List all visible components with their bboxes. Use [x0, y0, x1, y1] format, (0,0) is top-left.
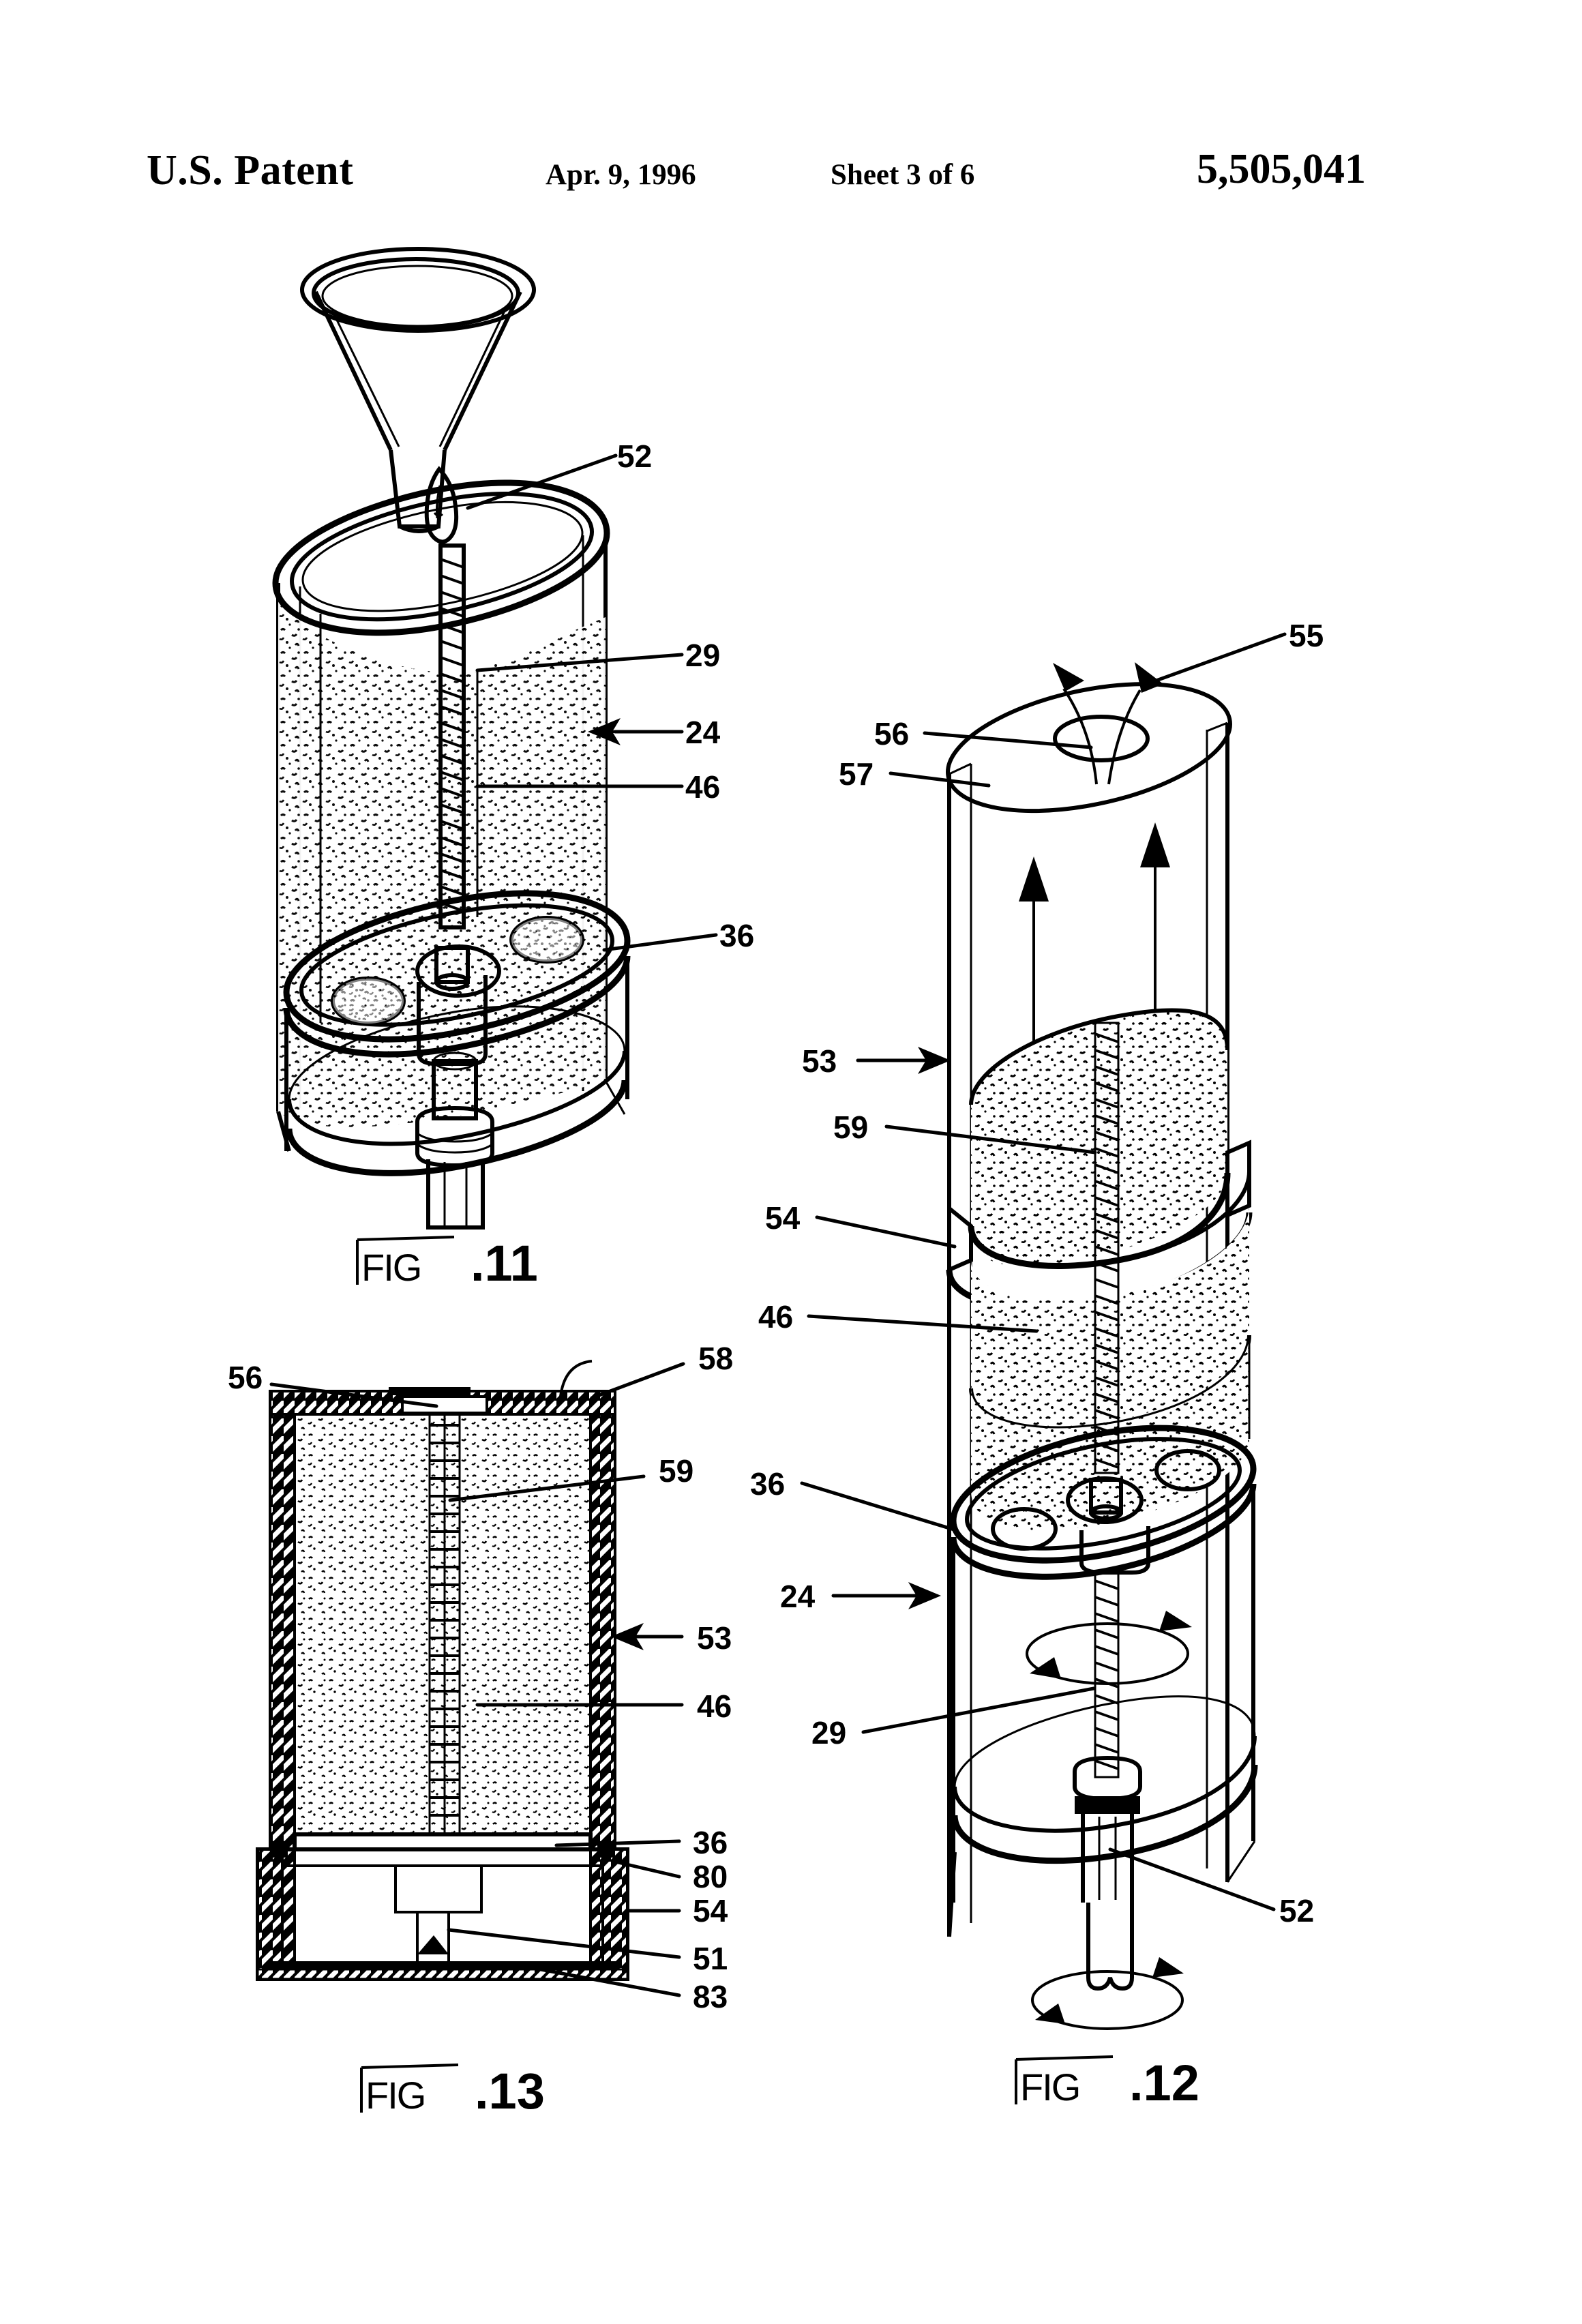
fig13-caption: FIG .13	[360, 2063, 545, 2119]
vent-hole-icon	[1053, 715, 1150, 762]
patent-number: 5,505,041	[1197, 146, 1366, 192]
perforated-plate-fig13	[293, 1832, 593, 1851]
auger-core-fig12	[1094, 1022, 1120, 1474]
top-cap-fig13	[269, 1360, 616, 1416]
ref-29-fig12: 29	[811, 1715, 846, 1751]
patent-office-label: U.S. Patent	[147, 147, 354, 194]
fig11-caption: FIG .11	[356, 1235, 538, 1292]
ref-29-fig11: 29	[685, 638, 720, 673]
particulate-fig13	[295, 1414, 591, 1834]
leader-52	[466, 453, 618, 510]
ref-52-fig11: 52	[617, 438, 652, 474]
ref-53-fig12: 53	[802, 1043, 837, 1079]
ref-52-fig12: 52	[1279, 1893, 1314, 1928]
rotation-indicator-lower	[1031, 1957, 1184, 2030]
fig13-caption-number: .13	[475, 2063, 545, 2119]
canister-top-rim	[272, 479, 610, 636]
ref-55-fig12: 55	[1289, 618, 1324, 653]
ref-36-fig11: 36	[719, 918, 754, 953]
ref-54-fig13: 54	[693, 1893, 728, 1928]
base-housing-fig13	[256, 1841, 629, 1981]
ref-24-fig12: 24	[780, 1579, 816, 1614]
figure-13	[256, 1360, 685, 1997]
auger-core-fig13	[428, 1413, 461, 1836]
ref-80-fig13: 80	[693, 1859, 728, 1894]
ref-36-fig12: 36	[750, 1466, 785, 1502]
fig12-caption-number: .12	[1129, 2055, 1199, 2111]
patent-date: Apr. 9, 1996	[546, 159, 696, 191]
fig12-caption: FIG .12	[1015, 2055, 1199, 2111]
ref-54-fig12: 54	[765, 1200, 801, 1236]
ref-83-fig13: 83	[693, 1979, 728, 2014]
fig13-callouts	[269, 1362, 685, 1997]
ref-58-fig13: 58	[698, 1341, 733, 1376]
lower-chamber-fig12	[947, 1484, 1258, 2030]
perforated-plate-fig11	[283, 890, 631, 1058]
canister-fig11	[272, 479, 631, 1230]
ref-36-fig13: 36	[693, 1825, 728, 1860]
charge-1-fig12	[968, 1008, 1231, 1269]
fig11-caption-word: FIG	[361, 1246, 421, 1289]
ref-56-fig12: 56	[874, 716, 909, 751]
ref-53-fig13: 53	[697, 1620, 732, 1656]
fig12-caption-word: FIG	[1020, 2066, 1079, 2109]
drive-coupling-fig12	[1073, 1755, 1142, 1991]
fig11-caption-number: .11	[471, 1235, 538, 1292]
fig12-callouts	[800, 731, 1276, 1911]
sheet-number: Sheet 3 of 6	[831, 159, 975, 191]
ref-59-fig12: 59	[833, 1109, 868, 1145]
fig11-callouts	[475, 653, 718, 952]
top-closure-fig12	[945, 682, 1233, 814]
ref-59-fig13: 59	[659, 1453, 693, 1489]
funnel-icon	[300, 247, 536, 533]
fig13-caption-word: FIG	[365, 2074, 425, 2117]
drive-coupling-fig11	[415, 975, 494, 1230]
rotation-indicator-upper	[1026, 1611, 1192, 1685]
ref-46-fig11: 46	[685, 769, 720, 805]
auger-screw-fig11	[438, 543, 466, 929]
figure-12	[800, 632, 1287, 2030]
patent-header: U.S. Patent Apr. 9, 1996 Sheet 3 of 6 5,…	[0, 0, 1582, 218]
vapor-escape-arrows	[1053, 632, 1287, 785]
figure-11	[272, 247, 718, 1230]
ref-46-fig12: 46	[758, 1299, 793, 1335]
ref-57-fig12: 57	[839, 756, 874, 792]
ref-51-fig13: 51	[693, 1941, 728, 1976]
ref-24-fig11: 24	[685, 715, 721, 750]
ref-56-fig13: 56	[228, 1360, 263, 1395]
ref-46-fig13: 46	[697, 1688, 732, 1724]
